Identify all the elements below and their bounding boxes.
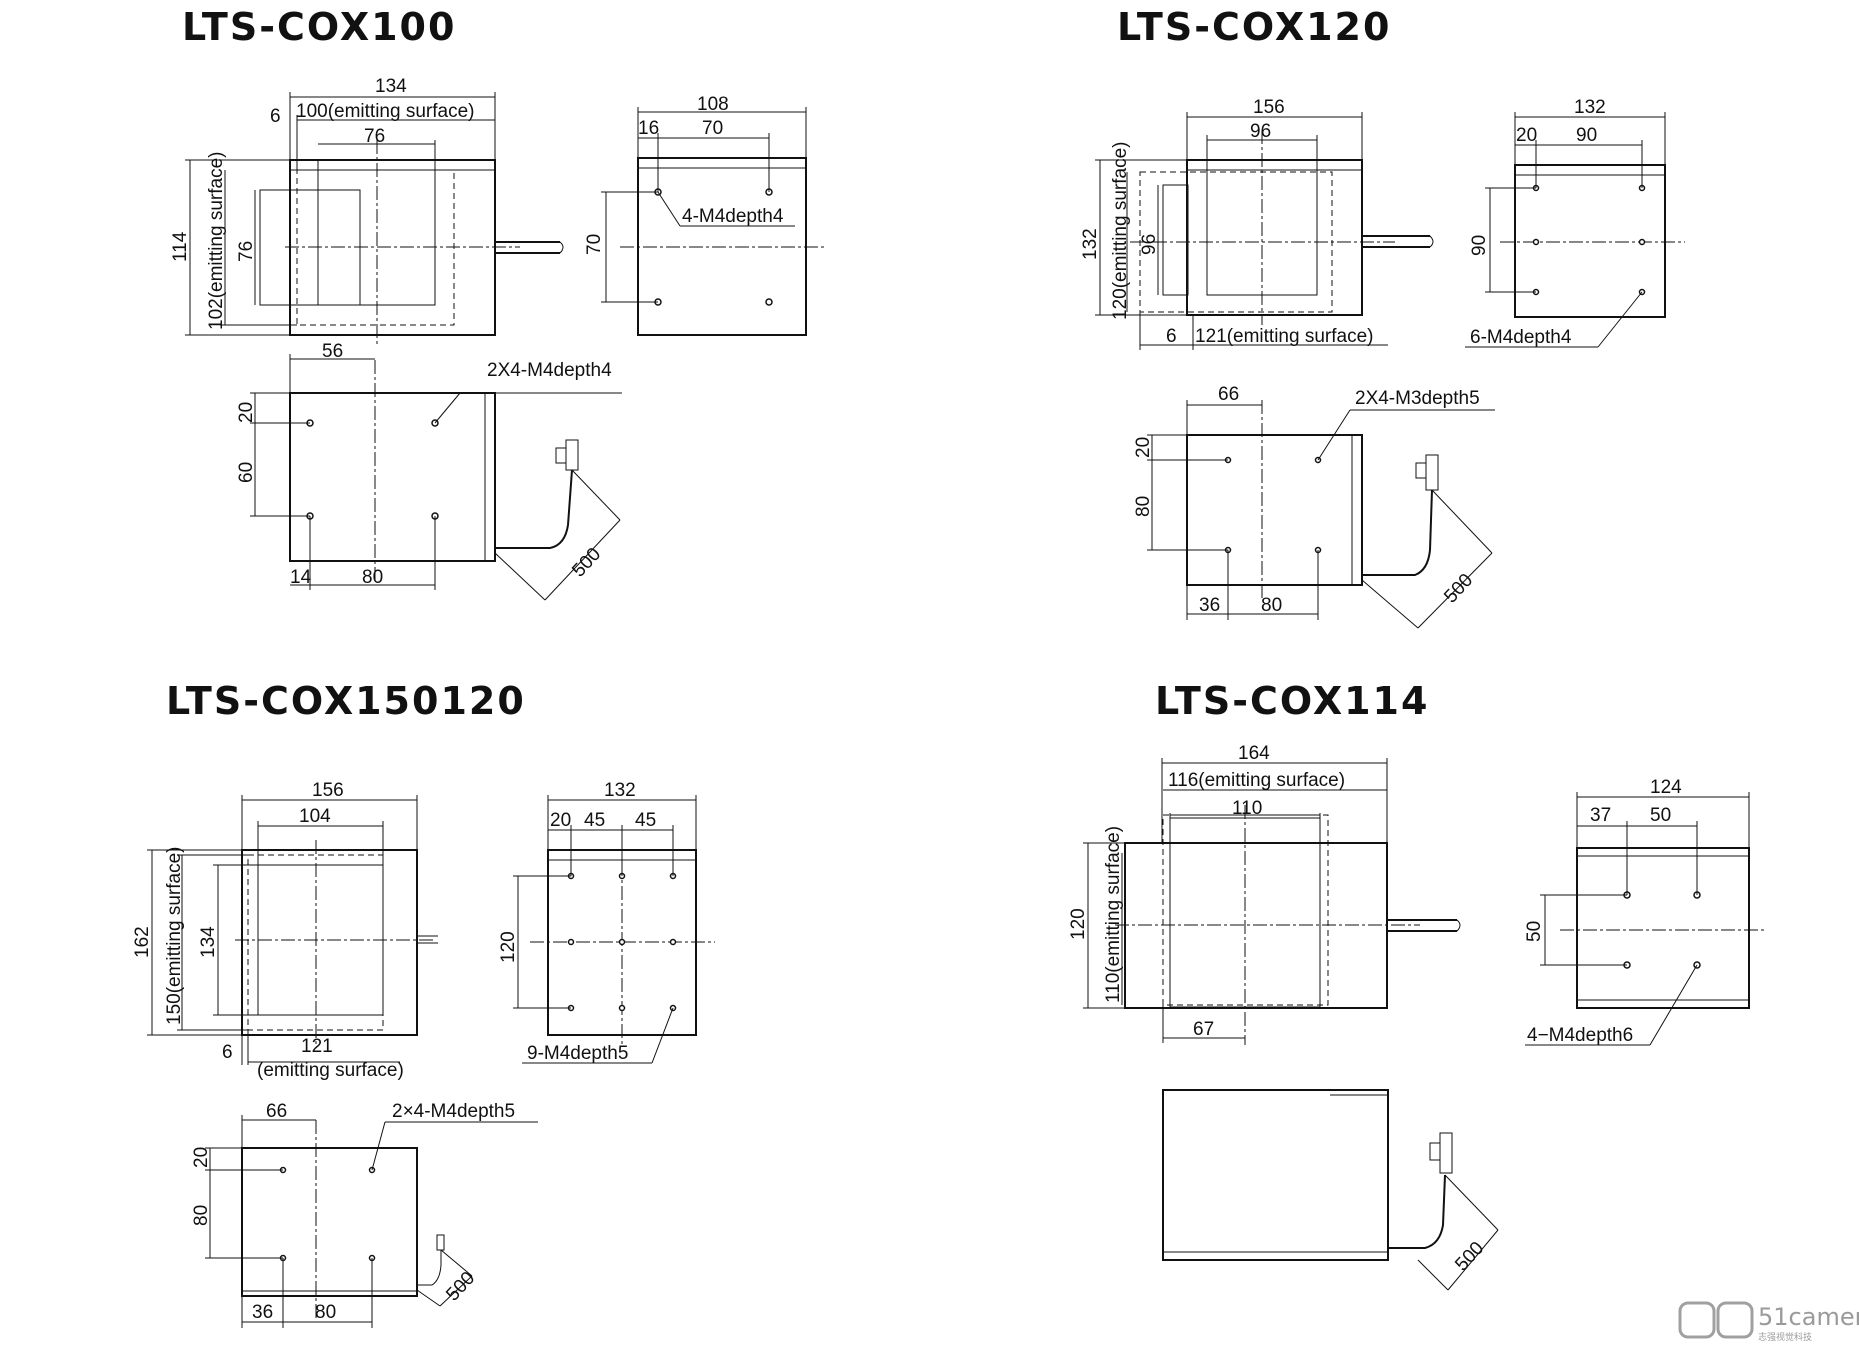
cox114-back-spacing-50: 50 [1650,805,1671,826]
cox100-cable-500: 500 [568,544,605,582]
cox114-side-view: 500 [1162,1089,1499,1291]
cox100-emitting-100: 100(emitting surface) [296,101,474,122]
cox150120-back-height-120: 120 [498,931,519,963]
cox150120-back-spacing-45b: 45 [635,810,656,831]
cox100-side-v-60: 60 [236,462,257,483]
cox120-side-view: 66 20 80 36 80 2X4-M3depth5 500 [1133,384,1495,629]
cox150120-inner-104: 104 [299,806,331,827]
watermark-sub: 志强视觉科技 [1758,1331,1812,1343]
cox100-height-114: 114 [170,231,191,262]
cox150120-side-v-80: 80 [191,1205,212,1226]
cox114-cable-500: 500 [1451,1238,1488,1276]
cox120-inner-v-96: 96 [1139,234,1160,255]
cox150120-side-holes: 2×4-M4depth5 [392,1101,515,1122]
cox150120-emitting-150: 150(emitting surface) [164,847,185,1025]
cox150120-back-holes: 9-M4depth5 [527,1043,628,1064]
cox120-height-132: 132 [1080,228,1101,260]
cox150120-side-view: 66 20 80 36 80 2×4-M4depth5 500 [191,1101,538,1328]
cox150120-left-6: 6 [222,1042,233,1063]
cox100-inner-76: 76 [364,126,385,147]
cox150120-front-view: 156 104 162 150(emitting surface) 134 6 … [132,780,438,1081]
title-lts-cox114: LTS-COX114 [1155,679,1429,723]
cox120-side-holes: 2X4-M3depth5 [1355,388,1480,409]
cox120-side-b-80: 80 [1261,595,1282,616]
cox150120-side-b-80: 80 [315,1302,336,1323]
cox100-back-height-70: 70 [584,234,605,255]
cox114-back-height-50: 50 [1524,921,1545,942]
cox120-inner-96: 96 [1250,121,1271,142]
cox150120-cable-500: 500 [442,1268,479,1306]
cox100-back-width-108: 108 [697,94,729,115]
cox114-emitting-110: 110(emitting surface) [1103,826,1124,1003]
cox150120-width-156: 156 [312,780,344,801]
cox114-emitting-116: 116(emitting surface) [1168,770,1345,791]
cox150120-side-top-66: 66 [266,1101,287,1122]
cox150120-back-offset-20: 20 [550,810,571,831]
cox100-side-top-56: 56 [322,341,343,362]
cox150120-emitting-121: 121 [301,1036,333,1057]
cox120-left-6: 6 [1166,326,1177,347]
watermark-brand: 51camera [1758,1303,1859,1331]
cox120-emitting-120: 120(emitting surface) [1110,142,1131,320]
cox114-height-120: 120 [1068,908,1089,940]
cox114-width-164: 164 [1238,743,1270,764]
cox114-back-offset-37: 37 [1590,805,1611,826]
watermark-logo: 51camera 志强视觉科技 [1678,1301,1859,1343]
cox100-back-spacing-70: 70 [702,118,723,139]
cox114-inner-110: 110 [1232,798,1262,819]
cox100-side-view: 56 20 60 14 80 2X4-M4depth4 500 [236,341,622,601]
cox120-side-v-80: 80 [1133,496,1154,517]
cox100-back-holes: 4-M4depth4 [682,206,784,227]
cox100-front-view: 134 100(emitting surface) 6 76 114 102(e… [170,76,564,345]
cox100-side-v-20: 20 [236,402,257,423]
cox120-side-v-20: 20 [1133,437,1154,458]
cox120-width-156: 156 [1253,97,1285,118]
cox100-side-b-14: 14 [290,567,312,588]
cox120-side-b-36: 36 [1199,595,1220,616]
title-lts-cox150120: LTS-COX150120 [166,679,526,723]
cox150120-back-view: 132 20 45 45 120 9-M4depth5 [498,780,715,1064]
cox150120-emitting-label: (emitting surface) [257,1060,404,1081]
cox100-back-offset-16: 16 [638,118,659,139]
cox114-back-width-124: 124 [1650,777,1682,798]
cox100-inner-v-76: 76 [236,241,257,262]
cox150120-side-b-36: 36 [252,1302,273,1323]
title-lts-cox100: LTS-COX100 [182,5,456,49]
cox100-left-6: 6 [270,106,281,127]
cox114-bottom-67: 67 [1193,1019,1214,1040]
cox120-back-view: 132 20 90 90 6-M4depth4 [1465,97,1685,348]
cox120-cable-500: 500 [1440,570,1477,608]
cox120-front-view: 156 96 132 120(emitting surface) 96 6 12… [1080,97,1434,350]
cox114-front-view: 164 116(emitting surface) 110 120 110(em… [1068,743,1461,1045]
cox100-side-b-80: 80 [362,567,383,588]
cox120-emitting-121: 121(emitting surface) [1195,326,1373,347]
cox100-back-view: 108 16 70 70 4-M4depth4 [584,94,826,336]
cox120-back-offset-20: 20 [1516,125,1537,146]
cox120-back-height-90: 90 [1469,235,1490,256]
cox150120-side-v-20: 20 [191,1147,212,1168]
cox100-side-holes: 2X4-M4depth4 [487,360,612,381]
cox114-back-holes: 4−M4depth6 [1527,1025,1633,1046]
cox114-back-view: 124 37 50 50 4−M4depth6 [1524,777,1765,1046]
cox100-emitting-102: 102(emitting surface) [206,152,227,330]
cox150120-inner-v-134: 134 [198,926,219,958]
cox150120-back-width-132: 132 [604,780,636,801]
title-lts-cox120: LTS-COX120 [1117,5,1391,49]
cox150120-back-spacing-45a: 45 [584,810,605,831]
cox100-width-134: 134 [375,76,407,97]
cox120-side-top-66: 66 [1218,384,1239,405]
cox150120-height-162: 162 [132,926,153,958]
cox120-back-holes: 6-M4depth4 [1470,327,1572,348]
cox120-back-width-132: 132 [1574,97,1606,118]
cox120-back-spacing-90: 90 [1576,125,1597,146]
